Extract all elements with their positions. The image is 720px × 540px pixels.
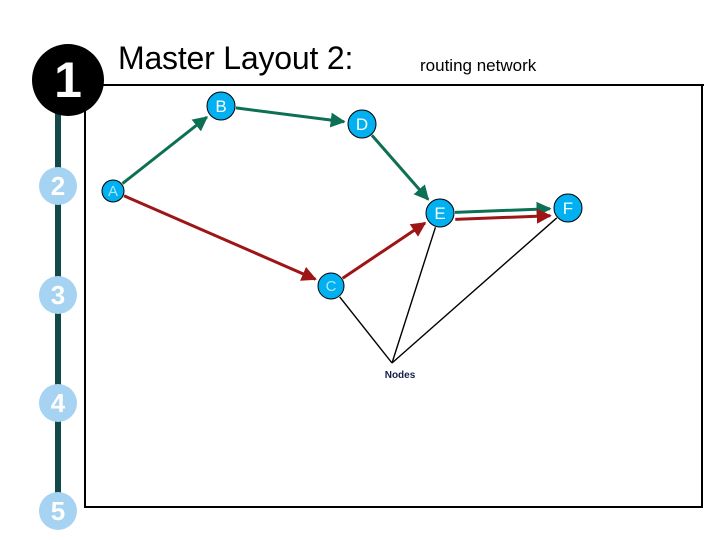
stepper-step-4[interactable]: 4 — [39, 384, 77, 422]
stepper-nav: 1 2 3 4 5 — [24, 44, 104, 532]
page-title-main: Master Layout 2: — [118, 40, 354, 76]
stepper-step-4-label: 4 — [50, 387, 66, 418]
stepper-step-5-label: 5 — [50, 495, 66, 526]
stepper-step-1[interactable]: 1 — [32, 44, 104, 116]
page-title: Master Layout 2: routing network — [84, 40, 704, 86]
stepper-step-2[interactable]: 2 — [39, 167, 77, 205]
stepper-step-2-label: 2 — [50, 170, 66, 201]
page-title-subtitle: routing network — [420, 56, 537, 75]
stepper-step-3[interactable]: 3 — [39, 276, 77, 314]
content-frame — [84, 84, 703, 508]
stepper-step-5[interactable]: 5 — [39, 492, 77, 530]
stepper-step-3-label: 3 — [50, 279, 66, 310]
stepper-step-1-label: 1 — [54, 52, 82, 108]
